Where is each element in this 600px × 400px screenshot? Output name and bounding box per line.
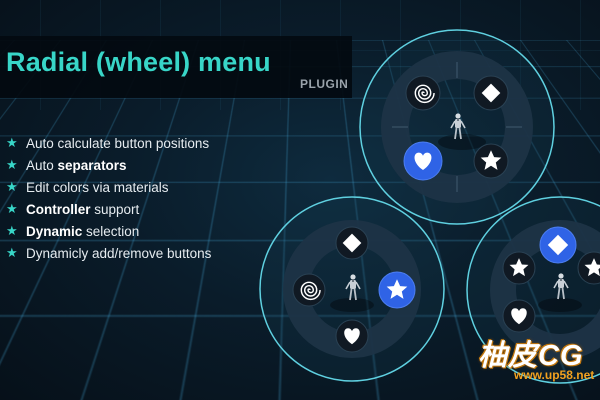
feature-text-end: selection: [82, 223, 140, 239]
feature-item: ★ Edit colors via materials: [6, 176, 211, 198]
feature-text: Dynamicly add/remove buttons: [26, 245, 212, 261]
star-icon: ★: [6, 179, 18, 194]
feature-item: ★ Auto calculate button positions: [6, 132, 211, 154]
wheel-button-heart[interactable]: [335, 319, 369, 353]
title-panel: [0, 36, 352, 98]
wheel-bottom-left: [259, 196, 445, 382]
feature-item: ★ Dynamicly add/remove buttons: [6, 242, 211, 264]
star-icon: ★: [6, 223, 18, 238]
feature-emphasis: separators: [57, 157, 127, 173]
wheel-button-star[interactable]: [473, 143, 509, 179]
wheel-bottom-right: [466, 196, 600, 384]
wheel-top-right: [359, 29, 555, 225]
wheel-button-heart-selected[interactable]: [403, 141, 443, 181]
plugin-tag: PLUGIN: [300, 77, 349, 91]
page-title: Radial (wheel) menu: [6, 47, 271, 77]
feature-item: ★ Dynamic selection: [6, 220, 211, 242]
feature-list: ★ Auto calculate button positions ★ Auto…: [6, 132, 211, 264]
feature-text: Edit colors via materials: [26, 179, 169, 195]
star-icon: ★: [6, 245, 18, 260]
feature-item: ★ Auto separators: [6, 154, 211, 176]
feature-text: Auto: [26, 157, 58, 173]
wheel-button-spiral[interactable]: [292, 273, 326, 307]
feature-text-end: support: [90, 201, 140, 217]
wheel-button-spiral[interactable]: [405, 75, 441, 111]
star-icon: ★: [6, 201, 18, 216]
wheel-button-star-selected[interactable]: [378, 271, 416, 309]
wheel-button-diamond[interactable]: [335, 226, 369, 260]
star-icon: ★: [6, 157, 18, 172]
watermark-url: www.up58.net: [514, 368, 595, 382]
wheel-button-diamond-selected[interactable]: [539, 226, 577, 264]
watermark-logo: 柚皮CG: [478, 340, 584, 372]
wheel-button-diamond[interactable]: [473, 75, 509, 111]
feature-item: ★ Controller support: [6, 198, 211, 220]
wheel-button-star-right[interactable]: [577, 251, 600, 285]
feature-emphasis: Controller: [26, 201, 91, 217]
star-icon: ★: [6, 135, 18, 150]
feature-emphasis: Dynamic: [26, 223, 83, 239]
feature-text: Auto calculate button positions: [26, 135, 210, 151]
wheel-button-heart[interactable]: [502, 299, 536, 333]
wheel-button-star-left[interactable]: [502, 251, 536, 285]
